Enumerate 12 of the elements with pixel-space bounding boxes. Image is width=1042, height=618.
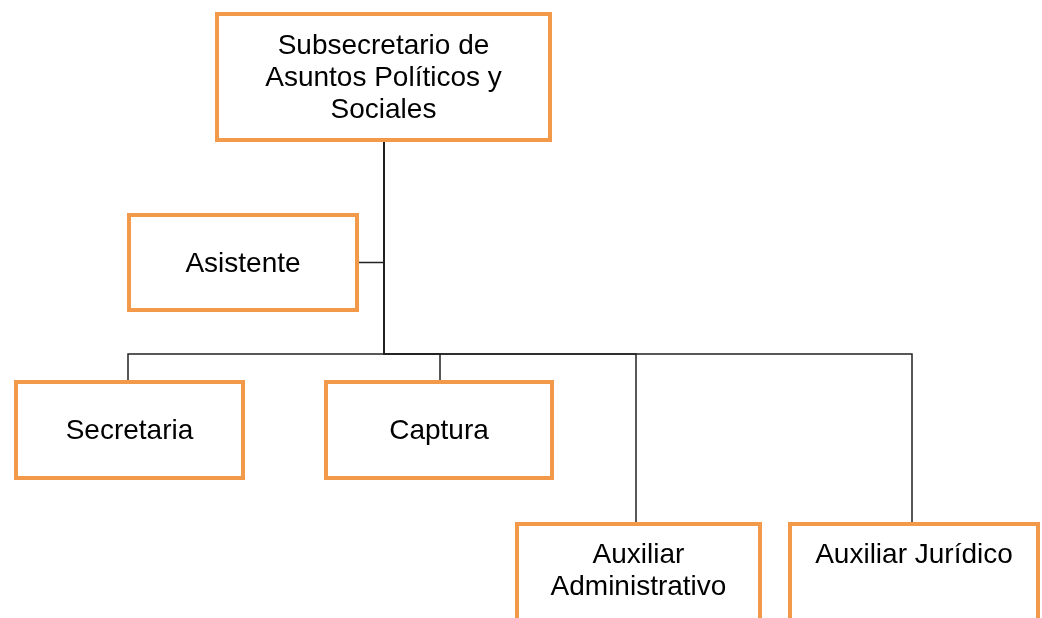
- org-box: [788, 522, 1040, 618]
- org-box: [324, 380, 554, 480]
- org-box: [215, 12, 552, 142]
- org-box: [14, 380, 245, 480]
- org-box: [515, 522, 762, 618]
- org-box: [127, 213, 359, 312]
- role-title: Auxiliar Jurídico: [815, 538, 1013, 570]
- role-title: Asistente: [185, 246, 301, 279]
- role-title: Captura: [389, 414, 489, 446]
- role-title: Auxiliar Administrativo: [549, 538, 728, 602]
- role-title: Secretaria: [65, 414, 194, 446]
- role-title: Subsecretario de Asuntos Políticos y Sociales: [264, 29, 503, 125]
